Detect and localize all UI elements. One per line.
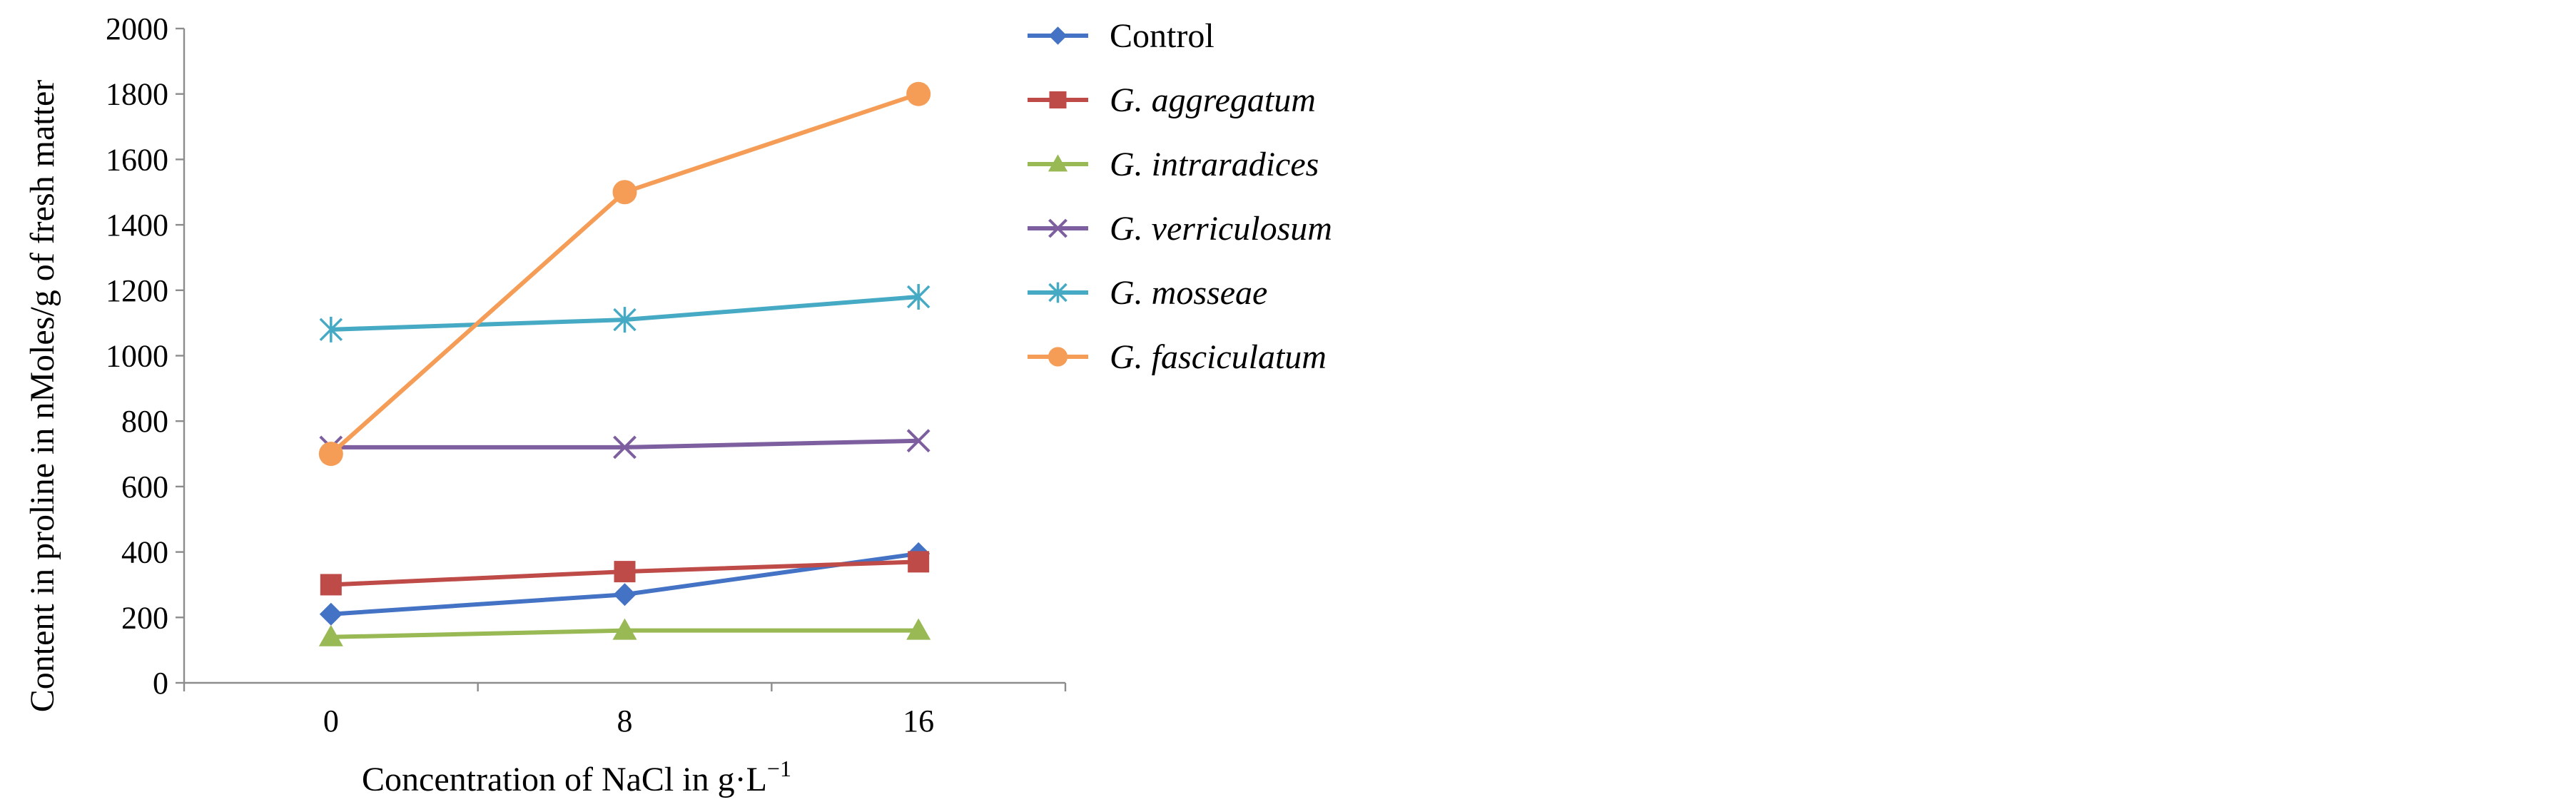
legend-label: G. mosseae [1110,274,1267,312]
series-line [329,91,920,456]
y-tick-label: 800 [121,404,168,439]
x-tick-label: 0 [323,704,339,739]
series-square [320,551,930,596]
legend-marker [1048,282,1068,303]
x-axis-title: Concentration of NaCl in g·L−1 [362,756,791,798]
legend-marker [1048,26,1068,45]
data-point [906,81,931,106]
data-point [614,561,636,583]
y-tick-label: 2000 [106,11,168,46]
legend-label-species: mosseae [1143,274,1268,312]
legend-label-species: intraradices [1143,146,1319,183]
legend-label: G. intraradices [1110,146,1319,183]
legend-label-genus: G. [1110,338,1143,376]
x-tick-label: 8 [617,704,633,739]
data-point [612,618,637,640]
series-x [319,429,930,460]
data-point [613,435,637,460]
data-point [318,442,343,467]
series-circle [318,81,931,467]
y-tick-label: 1400 [106,208,168,243]
legend-label-genus: G. [1110,210,1143,248]
data-point [319,602,343,626]
data-point [906,618,931,640]
y-tick-label: 1200 [106,273,168,308]
series-diamond [319,542,930,626]
y-tick-label: 0 [153,666,168,701]
legend-label-genus: G. [1110,81,1143,119]
y-tick-label: 1800 [106,77,168,112]
legend-marker [1048,218,1068,238]
legend-item: G. fasciculatum [1028,338,1327,376]
legend-label: Control [1110,17,1215,55]
legend-label-species: verriculosum [1143,210,1332,248]
data-point [613,307,637,333]
legend-label-text: Control [1110,17,1215,55]
legend-label-species: aggregatum [1143,81,1316,119]
legend-item: G. mosseae [1028,274,1267,312]
legend-item: G. intraradices [1028,146,1319,183]
x-axis-title-main: Concentration of NaCl in g·L [362,761,767,798]
data-point [612,180,637,205]
data-point [906,429,930,453]
y-tick-label: 400 [121,535,168,570]
y-tick-label: 200 [121,600,168,635]
legend-item: G. aggregatum [1028,81,1316,119]
axes: 0 200 400 600 800 1000 1200 1400 1600 1800 2000 0 8 1… [106,11,1067,739]
legend-marker [1049,91,1067,108]
y-tick-label: 600 [121,470,168,504]
legend-marker [1048,347,1068,367]
series-star [319,283,930,342]
data-point [906,283,930,310]
legend-label-species: fasciculatum [1143,338,1327,376]
legend-item: Control [1028,17,1215,55]
data-point [320,574,342,596]
data-point [613,583,637,606]
series-triangle [318,618,931,646]
data-point [319,316,343,342]
legend-label: G. verriculosum [1110,210,1332,248]
legend-item: G. verriculosum [1028,210,1332,248]
y-tick-label: 1600 [106,142,168,177]
y-tick-label: 1000 [106,339,168,374]
y-axis-title: Content in proline in nMoles/g of fresh … [24,80,61,713]
legend-label-genus: G. [1110,146,1143,183]
x-tick-label: 16 [903,704,934,739]
legend-label-genus: G. [1110,274,1143,312]
legend-label: G. aggregatum [1110,81,1316,119]
legend-label: G. fasciculatum [1110,338,1327,376]
series-layer [318,81,931,646]
data-point [908,551,930,573]
legend-marker [1048,154,1068,172]
data-point [318,624,343,646]
x-axis-title-superscript: −1 [767,756,791,781]
